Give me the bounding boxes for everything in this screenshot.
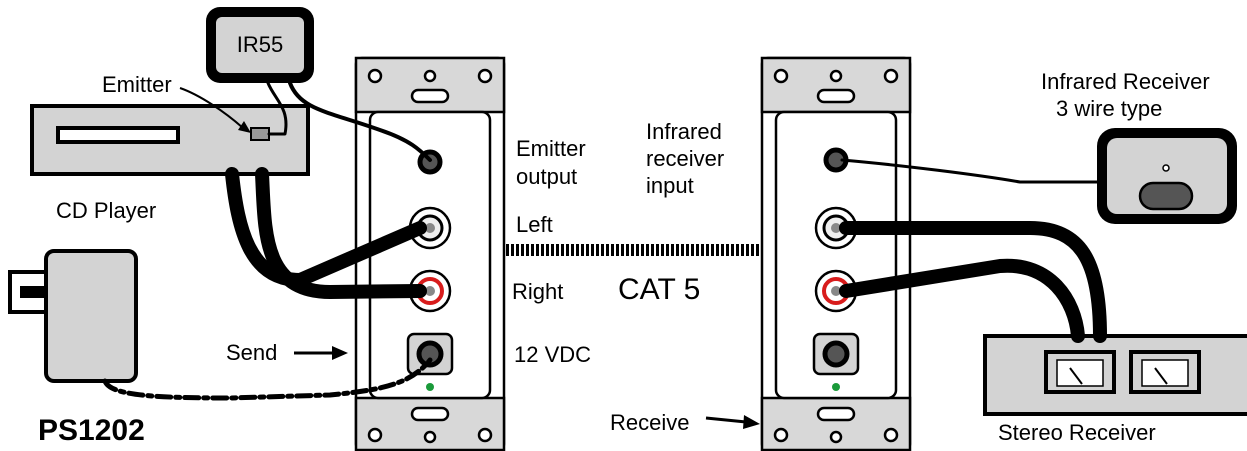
screw-hole-icon — [367, 68, 383, 84]
screw-hole-icon — [477, 68, 493, 84]
emitter-arrow-icon — [179, 87, 251, 133]
cat5-label: CAT 5 — [618, 273, 700, 306]
infrared-receiver-label-line1: Infrared Receiver — [1041, 69, 1210, 94]
vdc-label: 12 VDC — [514, 342, 591, 367]
screw-hole-icon — [883, 68, 899, 84]
emitter-icon — [250, 127, 270, 141]
screw-hole-icon — [367, 427, 383, 443]
infrared-receiver-device — [1097, 128, 1237, 224]
ir-input-label-line3: input — [646, 173, 694, 198]
led-icon — [426, 383, 434, 391]
power-cable — [102, 357, 433, 401]
mount-slot-icon — [816, 88, 856, 104]
cd-player-tray — [56, 126, 180, 144]
screw-hole-icon — [883, 427, 899, 443]
receive-label: Receive — [610, 410, 689, 435]
ir-receiver-inner — [1107, 138, 1227, 214]
left-output-cable-core — [844, 226, 1102, 338]
vu-meter-left-needle — [1069, 367, 1083, 385]
ir55-emitter-output-wire — [288, 81, 432, 162]
receive-wall-plate — [760, 56, 912, 451]
ir-receiver-window-icon — [1138, 181, 1194, 211]
dc-jack-socket — [416, 340, 444, 368]
ir-receiver-wire — [840, 158, 1100, 184]
left-rca-pin — [831, 223, 841, 233]
mount-slot-icon — [816, 406, 856, 422]
stereo-receiver-label: Stereo Receiver — [998, 420, 1156, 445]
send-plate-top — [354, 56, 506, 114]
send-wall-plate — [354, 56, 506, 451]
power-supply-body — [44, 249, 138, 383]
ir55-box — [206, 7, 314, 83]
screw-hole-icon — [829, 430, 843, 444]
right-output-cable-core — [844, 263, 1080, 338]
ir55-label: IR55 — [237, 32, 283, 57]
ir-input-label-line2: receiver — [646, 146, 724, 171]
right-label: Right — [512, 279, 563, 304]
receive-plate-face — [774, 110, 898, 400]
right-rca-pin — [831, 286, 841, 296]
cd-player-label: CD Player — [56, 198, 156, 223]
mount-slot-icon — [410, 88, 450, 104]
power-supply — [8, 249, 138, 383]
screw-hole-icon — [423, 69, 437, 83]
right-audio-cable-core — [260, 172, 422, 294]
receive-plate-top — [760, 56, 912, 114]
left-rca-pin — [425, 223, 435, 233]
right-rca-pin — [425, 286, 435, 296]
led-icon — [832, 383, 840, 391]
left-label: Left — [516, 212, 553, 237]
screw-hole-icon — [773, 68, 789, 84]
emitter-output-label-line1: Emitter — [516, 136, 586, 161]
vu-meter-right-needle — [1154, 367, 1168, 385]
mount-slot-icon — [410, 406, 450, 422]
cd-player — [30, 104, 310, 176]
power-supply-prong — [20, 286, 50, 298]
send-arrow-icon — [294, 346, 348, 360]
stereo-receiver — [983, 334, 1247, 416]
dc-jack-socket — [822, 340, 850, 368]
ir55-emitter-wire — [266, 81, 288, 136]
screw-hole-icon — [773, 427, 789, 443]
ir-receiver-led-icon — [1162, 164, 1170, 172]
infrared-receiver-label-line2: 3 wire type — [1056, 96, 1162, 121]
ps1202-label: PS1202 — [38, 414, 145, 447]
screw-hole-icon — [477, 427, 493, 443]
screw-hole-icon — [423, 430, 437, 444]
send-label: Send — [226, 340, 277, 365]
emitter-output-label-line2: output — [516, 164, 577, 189]
ir55-inner — [216, 17, 304, 73]
screw-hole-icon — [829, 69, 843, 83]
emitter-label: Emitter — [102, 72, 172, 97]
ir-input-label-line1: Infrared — [646, 119, 722, 144]
receive-arrow-icon — [705, 415, 760, 429]
